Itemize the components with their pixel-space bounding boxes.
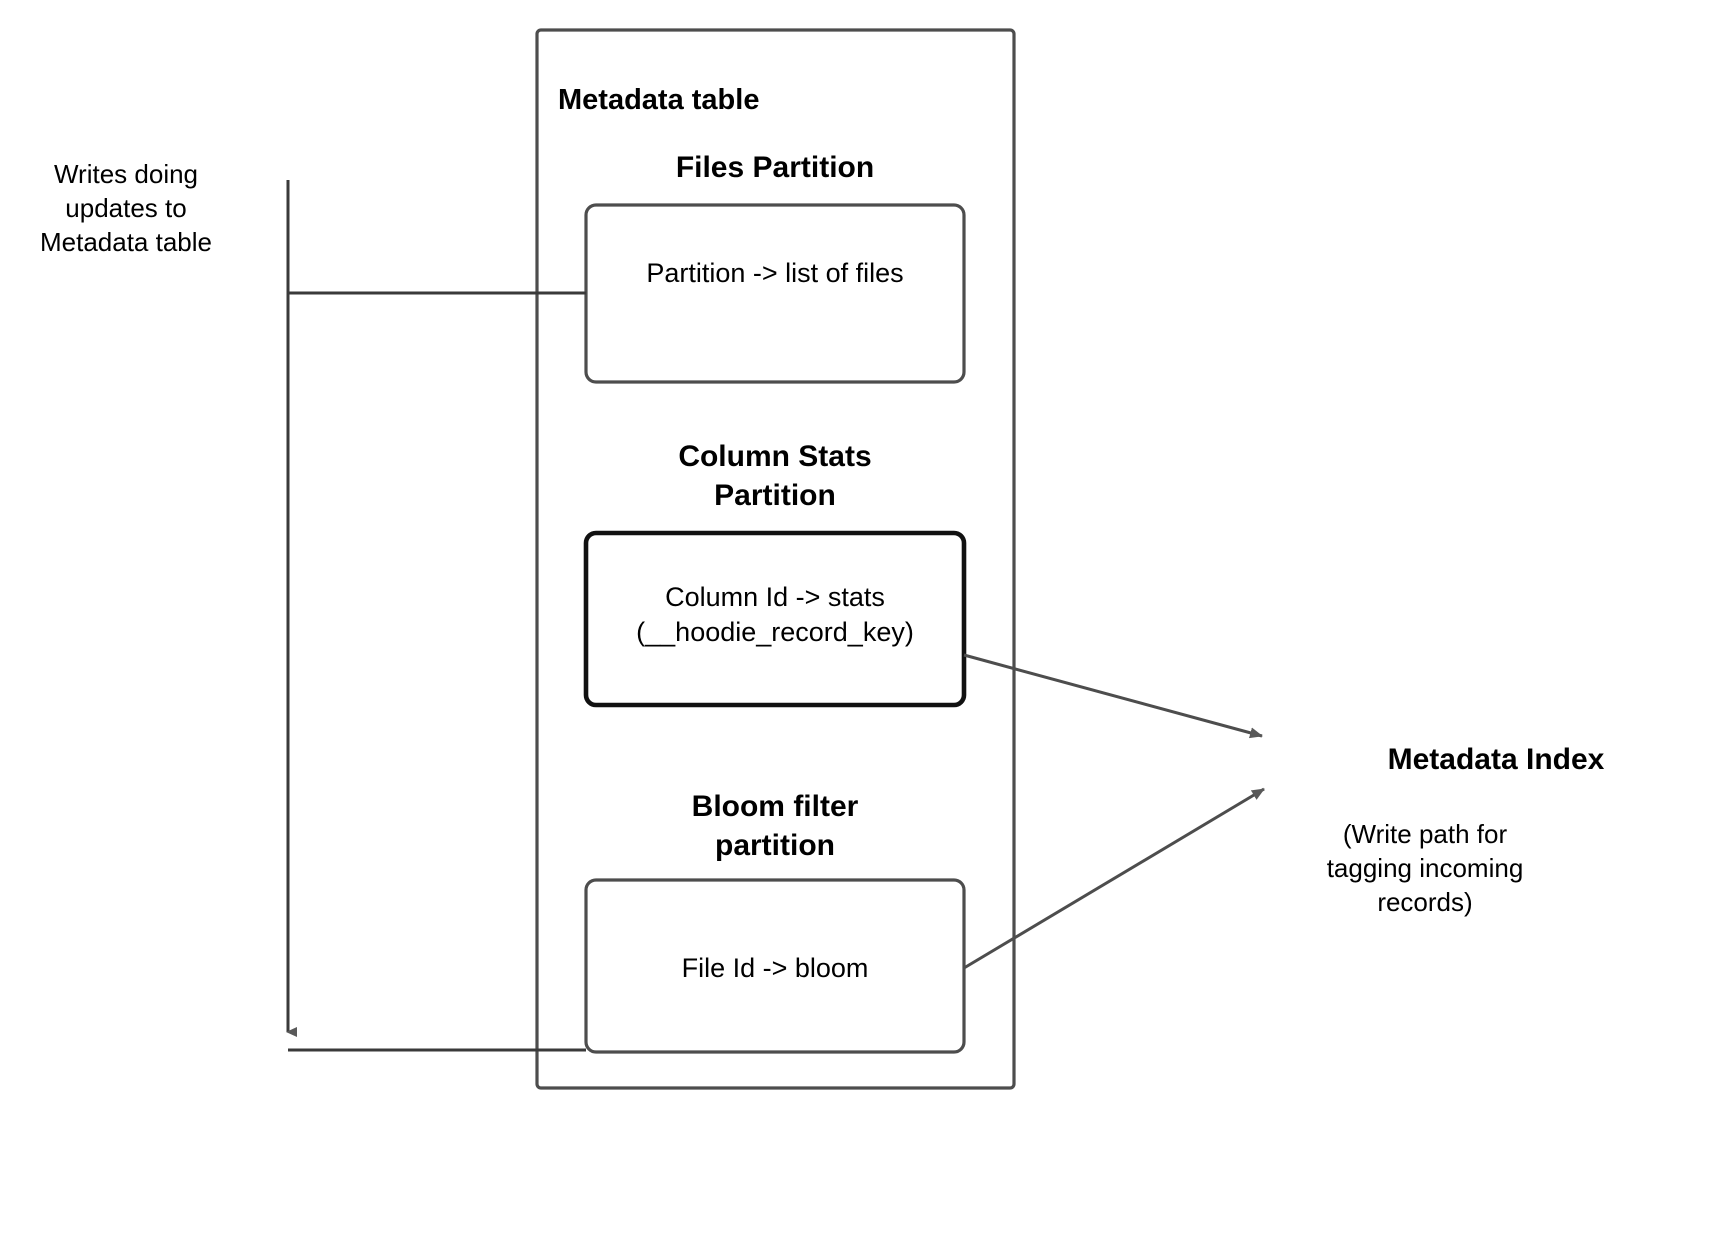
- files-partition-heading: Files Partition: [675, 151, 875, 184]
- metadata-table-title: Metadata table: [558, 84, 760, 116]
- bloom-filter-partition-box: [584, 878, 966, 1054]
- metadata-index-note: (Write path for tagging incoming records…: [1326, 819, 1524, 917]
- bloom-filter-to-metadata-index-arrow: [963, 787, 1265, 970]
- column-stats-partition-box-text: Column Id -> stats (__hoodie_record_key): [636, 582, 914, 648]
- column-stats-to-metadata-index-arrow: [963, 653, 1263, 739]
- metadata-index-title: Metadata Index: [1387, 743, 1605, 776]
- bloom-filter-partition-box-text: File Id -> bloom: [681, 953, 869, 983]
- column-stats-partition-heading: Column Stats Partition: [678, 440, 872, 512]
- column-stats-partition-box: [583, 530, 967, 708]
- files-partition-box-text: Partition -> list of files: [646, 258, 904, 288]
- bloom-filter-partition-heading: Bloom filter partition: [691, 790, 859, 862]
- writes-annotation-label: Writes doing updates to Metadata table: [39, 159, 212, 257]
- files-partition-box: [584, 203, 966, 384]
